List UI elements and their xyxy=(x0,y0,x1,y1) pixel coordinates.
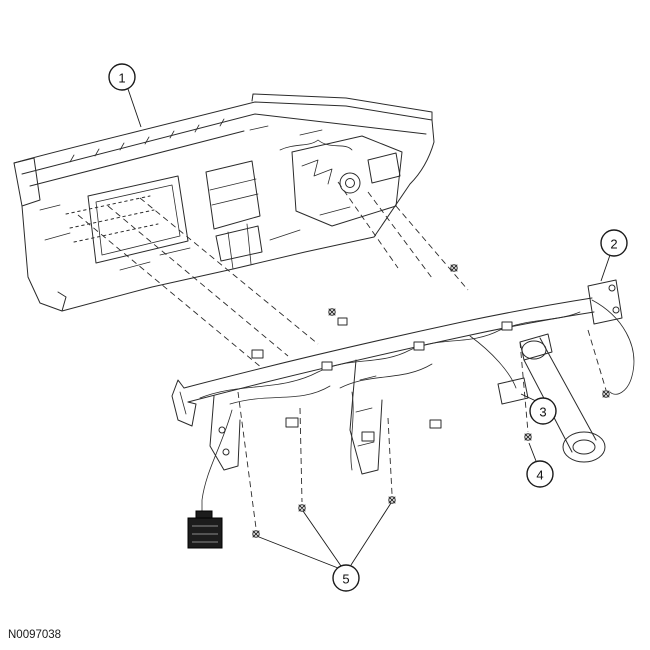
screw xyxy=(388,496,396,504)
callout-5: 5 xyxy=(332,564,360,592)
connector-block-art xyxy=(187,510,223,549)
callout-2: 2 xyxy=(600,229,628,257)
callout-4: 4 xyxy=(526,460,554,488)
screw xyxy=(328,308,336,316)
callout-leader-lines xyxy=(127,88,611,569)
screw xyxy=(602,390,610,398)
callout-3: 3 xyxy=(529,397,557,425)
fastener-screws xyxy=(252,264,610,538)
callout-3-label: 3 xyxy=(539,405,546,420)
harness-assembly-art xyxy=(171,279,635,517)
screw xyxy=(450,264,458,272)
callout-5-label: 5 xyxy=(342,572,349,587)
assembly-guide-lines xyxy=(77,181,607,529)
harness-bracket xyxy=(497,377,529,405)
callout-4-label: 4 xyxy=(536,468,543,483)
screw xyxy=(252,530,260,538)
figure-id-label: N0097038 xyxy=(8,629,62,641)
instrument-panel-art xyxy=(13,93,435,312)
steering-column-art xyxy=(519,333,606,463)
screw xyxy=(298,504,306,512)
callout-1-label: 1 xyxy=(118,71,125,86)
callout-2-label: 2 xyxy=(610,237,617,252)
callout-1: 1 xyxy=(108,63,136,91)
screw xyxy=(524,433,532,441)
